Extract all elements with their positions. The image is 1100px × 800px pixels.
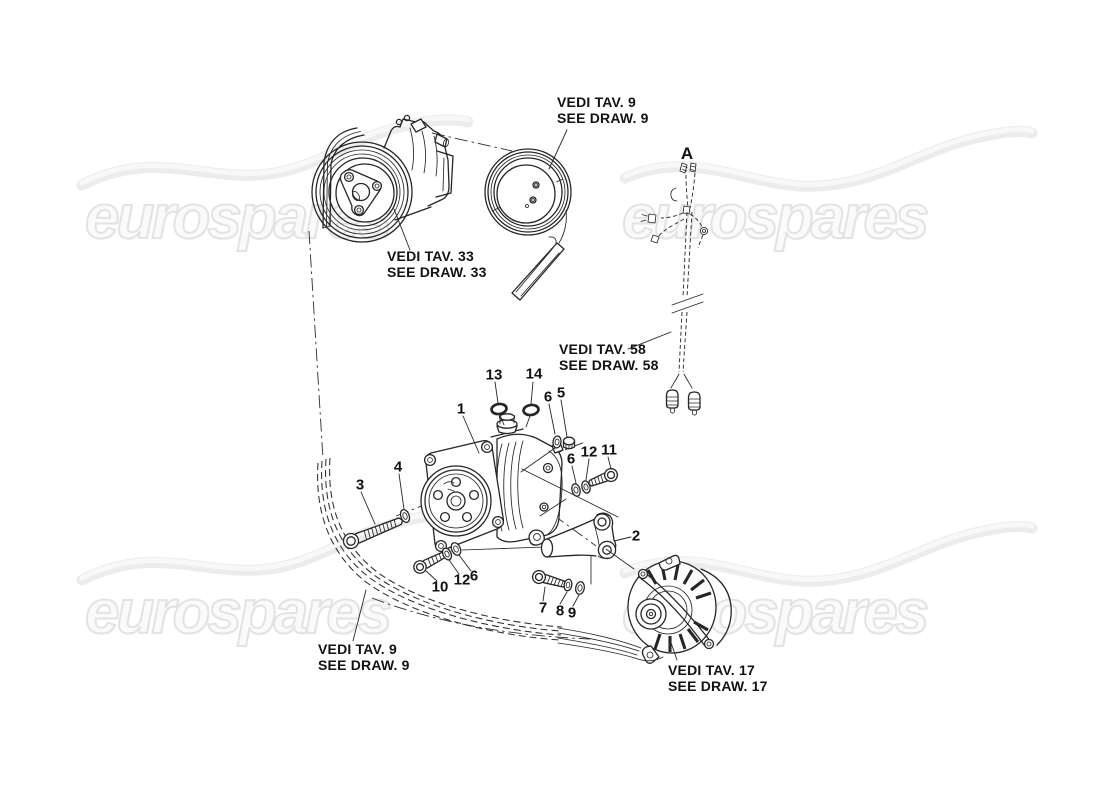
clutch-drum-pulley-9 [484,148,572,301]
part-label-8: 8 [555,602,565,620]
callout-see-draw-17: VEDI TAV. 17 SEE DRAW. 17 [668,662,768,694]
mounting-bracket-part-2 [540,512,635,570]
bolt-7 [531,569,567,588]
callout-line-italian: VEDI TAV. 33 [387,248,474,264]
callout-line-italian: VEDI TAV. 58 [559,341,646,357]
alternator-17 [557,554,732,664]
part-label-13: 13 [485,366,503,384]
part-label-10: 10 [431,578,449,596]
callout-line-italian: VEDI TAV. 17 [668,662,755,678]
washer-6-top [552,435,562,449]
swoosh-top-right [619,125,1038,192]
wiring-harness-58 [640,162,709,416]
part-label-6-mid: 6 [566,450,576,468]
harness-label-a: A [680,144,694,163]
part-label-9: 9 [567,604,577,622]
drive-belt-dashed-9 [317,457,563,641]
part-label-12-mid: 12 [580,443,598,461]
callout-see-draw-33: VEDI TAV. 33 SEE DRAW. 33 [387,248,487,280]
callout-line-english: SEE DRAW. 9 [557,110,649,126]
o-ring-14 [522,403,540,417]
washer-9 [574,581,586,595]
bolt-11 [588,467,619,487]
callout-see-draw-58: VEDI TAV. 58 SEE DRAW. 58 [559,341,659,373]
compressor-pulley-assembly-33 [311,114,454,243]
leader-lines [352,129,678,661]
callout-line-english: SEE DRAW. 9 [318,657,410,673]
washer-4 [399,508,411,524]
part-label-14: 14 [525,365,543,383]
callout-line-english: SEE DRAW. 33 [387,264,487,280]
callout-see-draw-9-bottom: VEDI TAV. 9 SEE DRAW. 9 [318,641,410,673]
part-label-4: 4 [393,458,403,476]
part-label-6-low: 6 [469,567,479,585]
callout-line-english: SEE DRAW. 17 [668,678,768,694]
washer-12-mid [581,480,591,494]
part-label-11: 11 [601,441,617,459]
part-label-7: 7 [538,599,548,617]
fasteners [342,402,619,595]
callout-line-italian: VEDI TAV. 9 [557,94,636,110]
bolt-10 [413,551,446,574]
washer-12-lower [441,547,453,561]
swoosh-bottom-left [76,509,474,586]
callout-line-italian: VEDI TAV. 9 [318,641,397,657]
part-label-1: 1 [456,400,466,418]
washer-6-mid [571,483,581,497]
part-label-3: 3 [355,476,365,494]
callout-line-english: SEE DRAW. 58 [559,357,659,373]
nut-5 [562,436,576,450]
part-label-12-low: 12 [453,571,471,589]
callout-see-draw-9-top: VEDI TAV. 9 SEE DRAW. 9 [557,94,649,126]
swoosh-bottom-right [619,520,1038,587]
watermark-text: eurospares [621,182,930,253]
part-label-2: 2 [631,527,641,545]
washer-8 [563,578,573,592]
part-label-5: 5 [556,384,566,402]
o-ring-13 [490,402,508,416]
bolt-3 [342,517,404,550]
watermark-text: eurospares [84,577,393,648]
part-label-6-top: 6 [543,388,553,406]
ac-compressor-part-1 [420,413,619,585]
